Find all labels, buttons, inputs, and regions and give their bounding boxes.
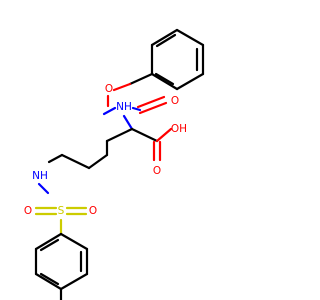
ester-oxygen-label: O [105, 83, 113, 95]
benzyl-ring [150, 28, 205, 91]
bond [128, 72, 154, 86]
bond [47, 153, 64, 164]
bond [34, 232, 63, 251]
bond [138, 101, 168, 115]
tolyl-ring [34, 232, 89, 291]
acid-oxygen-label: O [153, 165, 161, 177]
bond [87, 153, 109, 170]
bond [37, 182, 50, 195]
bond [122, 114, 134, 131]
bond [175, 28, 205, 47]
sulfonamide-nh-label: NH [32, 170, 48, 182]
carbamate-nh-label: NH [116, 101, 132, 113]
sulfur-label: S [58, 205, 65, 217]
carbonyl-oxygen-label: O [171, 95, 179, 107]
sulfonyl-oxygen-right-label: O [89, 205, 97, 217]
hydroxyl-label: OH [171, 123, 187, 135]
bond [60, 153, 91, 170]
bond [39, 238, 60, 252]
bond [136, 95, 166, 109]
bond [155, 127, 173, 143]
bond [175, 72, 205, 91]
bond [130, 127, 159, 143]
bond [150, 72, 179, 91]
bond [131, 106, 142, 112]
bond [34, 272, 63, 291]
molecule-structure: O NH O OH O NH O S O [24, 28, 205, 300]
sulfonyl-oxygen-left-label: O [24, 205, 32, 217]
atom-labels: O NH O OH O NH O S O [24, 83, 187, 217]
bond [155, 33, 177, 48]
bond [154, 72, 175, 86]
bond [59, 272, 89, 291]
bond [102, 106, 117, 116]
bond [59, 232, 89, 251]
bond [112, 82, 132, 92]
bond [105, 127, 134, 143]
bond [39, 272, 60, 286]
bond [150, 28, 179, 47]
